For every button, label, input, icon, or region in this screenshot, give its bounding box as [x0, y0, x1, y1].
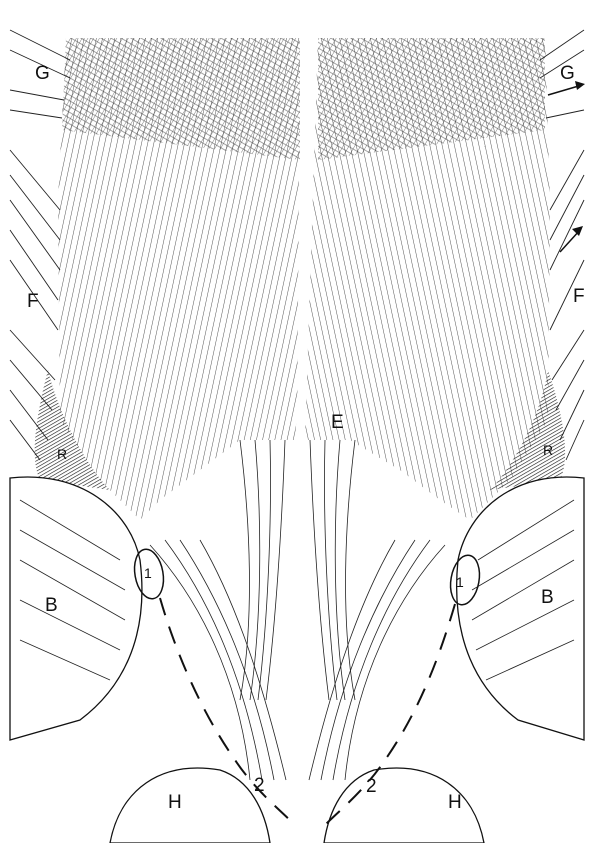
lower-central-gap	[280, 660, 319, 760]
label-g-left: G	[35, 63, 50, 84]
upper-muscle-sheet	[58, 38, 550, 520]
h-lobe-left	[110, 768, 270, 843]
label-2-left: 2	[254, 775, 265, 796]
label-h-right: H	[448, 792, 462, 813]
label-h-left: H	[168, 792, 182, 813]
label-2-right: 2	[366, 776, 377, 797]
label-1-right: 1	[456, 574, 464, 590]
label-e: E	[331, 412, 344, 433]
label-r-left: R	[57, 446, 67, 462]
label-b-right: B	[541, 587, 554, 608]
label-g-right: G	[560, 63, 575, 84]
label-f-right: F	[573, 286, 585, 307]
label-b-left: B	[45, 595, 58, 616]
label-f-left: F	[27, 291, 39, 312]
b-lobe-right	[457, 477, 584, 740]
b-lobe-left	[10, 477, 142, 740]
label-r-right: R	[543, 442, 553, 458]
label-1-left: 1	[144, 565, 152, 581]
arrow-f-right	[560, 226, 583, 252]
